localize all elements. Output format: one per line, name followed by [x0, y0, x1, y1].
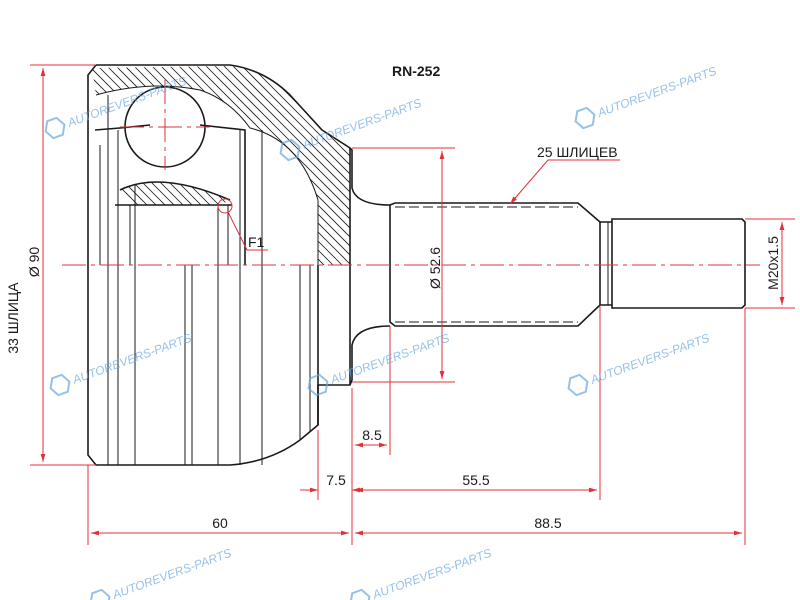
- watermark: AUTOREVERS-PARTS: [574, 64, 719, 130]
- outer-diameter-label: Ø 90: [26, 247, 42, 278]
- watermark: AUTOREVERS-PARTS: [349, 546, 494, 600]
- dim-spline-length: 55.5: [462, 472, 489, 488]
- shaft-diameter-label: Ø 52.6: [427, 247, 443, 289]
- dimensions: [30, 64, 795, 545]
- watermark-text: AUTOREVERS-PARTS: [110, 546, 234, 600]
- watermark: AUTOREVERS-PARTS: [89, 546, 234, 600]
- watermark-logo-icon: [307, 373, 329, 397]
- ball-centerline: [120, 80, 210, 170]
- shaft-splines-label: 25 ШЛИЦЕВ: [537, 144, 618, 160]
- watermark: AUTOREVERS-PARTS: [567, 331, 712, 397]
- dim-total-shaft: 88.5: [534, 515, 561, 531]
- watermark-logo-icon: [89, 588, 111, 600]
- watermark-logo-icon: [49, 373, 71, 397]
- watermark-text: AUTOREVERS-PARTS: [300, 96, 424, 152]
- watermark: AUTOREVERS-PARTS: [307, 331, 451, 397]
- watermark-text: AUTOREVERS-PARTS: [588, 331, 712, 387]
- part-number: RN-252: [392, 63, 440, 79]
- watermark-text: AUTOREVERS-PARTS: [65, 74, 189, 130]
- dim-flange: 7.5: [326, 472, 346, 488]
- dim-shoulder: 8.5: [362, 427, 382, 443]
- watermark: AUTOREVERS-PARTS: [49, 331, 193, 397]
- watermarks: AUTOREVERS-PARTS AUTOREVERS-PARTS AUTOREVE…: [44, 64, 719, 600]
- detail-f1-circle: [217, 198, 233, 214]
- watermark-text: AUTOREVERS-PARTS: [370, 546, 494, 600]
- inner-race-hatching: [120, 182, 230, 205]
- watermark-text: AUTOREVERS-PARTS: [595, 64, 719, 120]
- thread-label: M20x1.5: [765, 236, 781, 290]
- watermark-logo-icon: [574, 106, 596, 130]
- outer-splines-label: 33 ШЛИЦА: [5, 282, 21, 354]
- detail-label: F1: [248, 234, 265, 250]
- watermark-logo-icon: [567, 373, 589, 397]
- watermark-logo-icon: [349, 588, 371, 600]
- watermark-logo-icon: [44, 116, 66, 140]
- dim-housing-length: 60: [212, 515, 228, 531]
- watermark-logo-icon: [279, 138, 301, 162]
- watermark: AUTOREVERS-PARTS: [44, 74, 189, 140]
